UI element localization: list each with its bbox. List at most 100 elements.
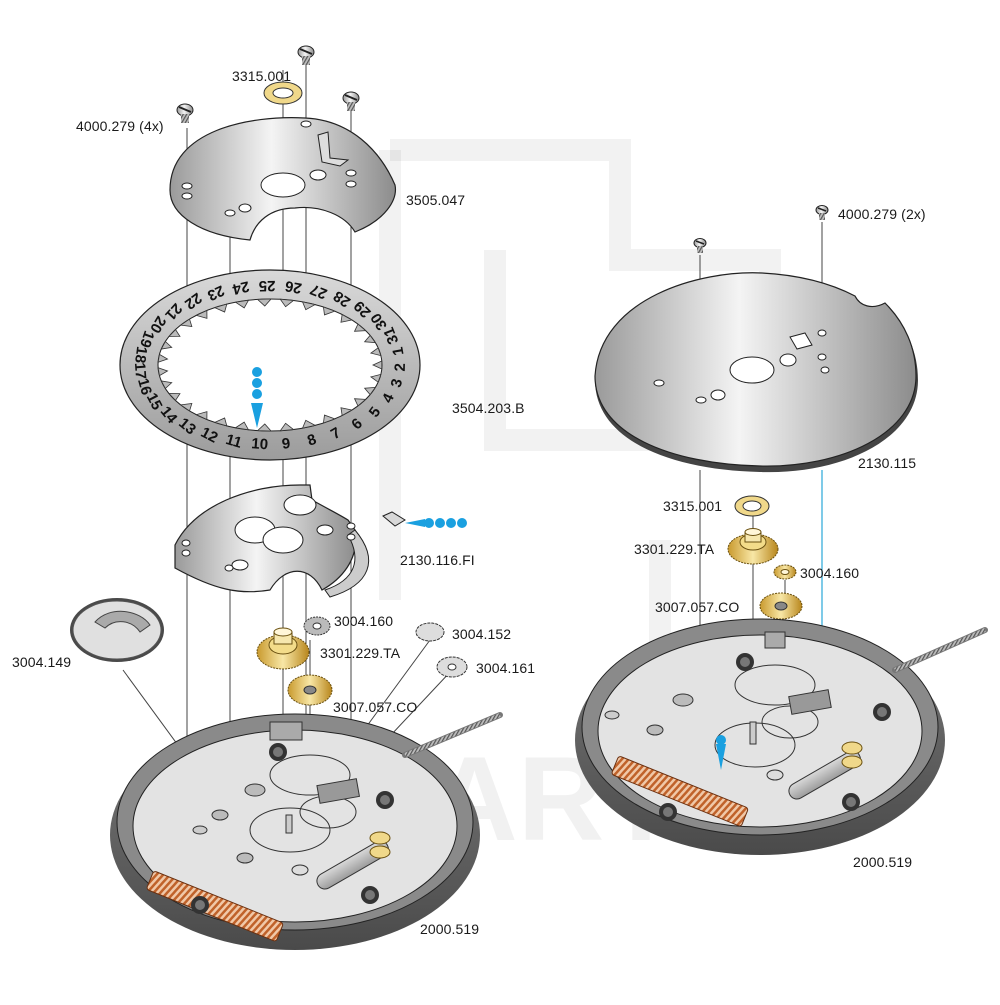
- label-screw-4x: 4000.279 (4x): [76, 118, 164, 134]
- minute-wheel-3007-057-co-right: [759, 592, 803, 620]
- ring-tooth: [195, 309, 208, 319]
- label-date-ring: 3504.203.B: [452, 400, 525, 416]
- ring-tooth: [179, 402, 193, 412]
- ring-tooth: [372, 360, 383, 370]
- label-date-driving-wheel: 3004.149: [12, 654, 72, 670]
- movement-2000-519-left: [110, 712, 503, 950]
- upper-plate-3505-047: [169, 117, 397, 241]
- ring-tooth: [353, 398, 367, 407]
- ring-tooth: [234, 421, 250, 431]
- ring-tooth: [322, 306, 337, 316]
- date-numeral: 20: [146, 313, 169, 336]
- label-minute-wheel-right: 3007.057.CO: [655, 599, 740, 615]
- date-numeral: 27: [308, 280, 330, 302]
- wheel-3004-161: [436, 656, 468, 678]
- ring-tooth: [168, 328, 181, 337]
- date-numeral: 18: [131, 345, 150, 364]
- date-numeral: 19: [136, 328, 158, 349]
- blue-indicator-horizontal: [405, 518, 467, 528]
- dial-plate-2130-115: [594, 272, 918, 473]
- screw-2x-group: [693, 205, 829, 253]
- label-dial-plate: 2130.115: [858, 455, 917, 471]
- ring-tooth: [160, 340, 173, 350]
- date-numeral: 12: [198, 424, 221, 447]
- label-wheel-3004-161: 3004.161: [476, 660, 536, 676]
- wheel-3004-160-left: [303, 616, 331, 636]
- ring-tooth: [234, 299, 250, 309]
- screw: [297, 45, 315, 65]
- ring-tooth: [363, 334, 377, 344]
- date-numeral: 11: [224, 431, 244, 452]
- label-hour-wheel-right: 3301.229.TA: [634, 541, 715, 557]
- label-washer-3315-001: 3315.001: [232, 68, 292, 84]
- ring-tooth: [322, 414, 337, 424]
- ring-tooth: [369, 373, 382, 383]
- minute-wheel-3007-057-co-left: [287, 674, 333, 706]
- screw: [693, 238, 707, 253]
- ring-tooth: [301, 301, 317, 311]
- date-numeral: 10: [251, 435, 269, 453]
- label-wheel-3004-160-right: 3004.160: [800, 565, 860, 581]
- label-wheel-3004-160: 3004.160: [334, 613, 394, 629]
- label-wheel-3004-152: 3004.152: [452, 626, 512, 642]
- date-driving-wheel-3004-149: [70, 598, 164, 662]
- hour-wheel-3301-229-ta-right: [727, 528, 779, 565]
- ring-tooth: [256, 423, 272, 432]
- date-numeral: 9: [281, 435, 291, 453]
- ring-tooth: [340, 407, 354, 417]
- date-ring-teeth: [157, 298, 383, 432]
- date-numeral: 16: [134, 376, 155, 397]
- label-minute-wheel: 3007.057.CO: [333, 699, 418, 715]
- date-numeral: 25: [259, 277, 276, 294]
- movement-2000-519-right: [575, 618, 988, 855]
- date-numeral: 22: [181, 289, 204, 313]
- label-movement-right: 2000.519: [853, 854, 913, 870]
- date-numeral: 30: [367, 310, 390, 333]
- ring-tooth: [168, 393, 181, 402]
- washer-3315-001-right: [734, 495, 770, 517]
- ring-tooth: [340, 313, 354, 323]
- ring-tooth: [369, 347, 382, 357]
- screw: [342, 91, 360, 111]
- date-numeral: 17: [131, 362, 149, 380]
- ring-tooth: [353, 323, 367, 332]
- ring-tooth: [301, 419, 317, 429]
- date-numeral: 26: [284, 277, 303, 297]
- ring-tooth: [213, 303, 228, 313]
- ring-tooth: [279, 422, 295, 432]
- date-numeral: 15: [143, 390, 166, 413]
- date-jumper-plate-2130-116-fi: [174, 484, 406, 598]
- ring-tooth: [157, 367, 169, 377]
- ring-tooth: [213, 417, 228, 427]
- blue-indicator-vertical: [251, 367, 263, 428]
- date-numeral: 31: [380, 325, 402, 347]
- date-numeral: 1: [389, 346, 407, 357]
- ring-tooth: [279, 298, 295, 308]
- screw: [815, 205, 829, 220]
- label-date-jumper-plate: 2130.116.FI: [400, 552, 475, 568]
- date-numeral: 24: [230, 277, 251, 297]
- label-screw-2x: 4000.279 (2x): [838, 206, 926, 222]
- ring-tooth: [179, 318, 193, 328]
- hour-wheel-3301-229-ta-left: [256, 627, 310, 670]
- label-washer-right: 3315.001: [663, 498, 723, 514]
- date-numeral: 13: [175, 415, 199, 439]
- wheel-3004-152: [415, 622, 445, 642]
- ring-tooth: [256, 298, 272, 307]
- label-movement-left: 2000.519: [420, 921, 480, 937]
- screw: [176, 103, 194, 123]
- date-numeral: 3: [388, 377, 406, 389]
- blue-indicator-movement: [716, 735, 726, 770]
- date-numeral: 2: [392, 363, 409, 372]
- ring-tooth: [195, 411, 208, 421]
- ring-tooth: [157, 353, 169, 363]
- date-numeral: 23: [205, 281, 227, 303]
- label-upper-plate: 3505.047: [406, 192, 466, 208]
- wheel-3004-160-right: [773, 564, 797, 580]
- ring-tooth: [160, 380, 173, 390]
- washer-3315-001: [263, 81, 303, 105]
- label-hour-wheel: 3301.229.TA: [320, 645, 401, 661]
